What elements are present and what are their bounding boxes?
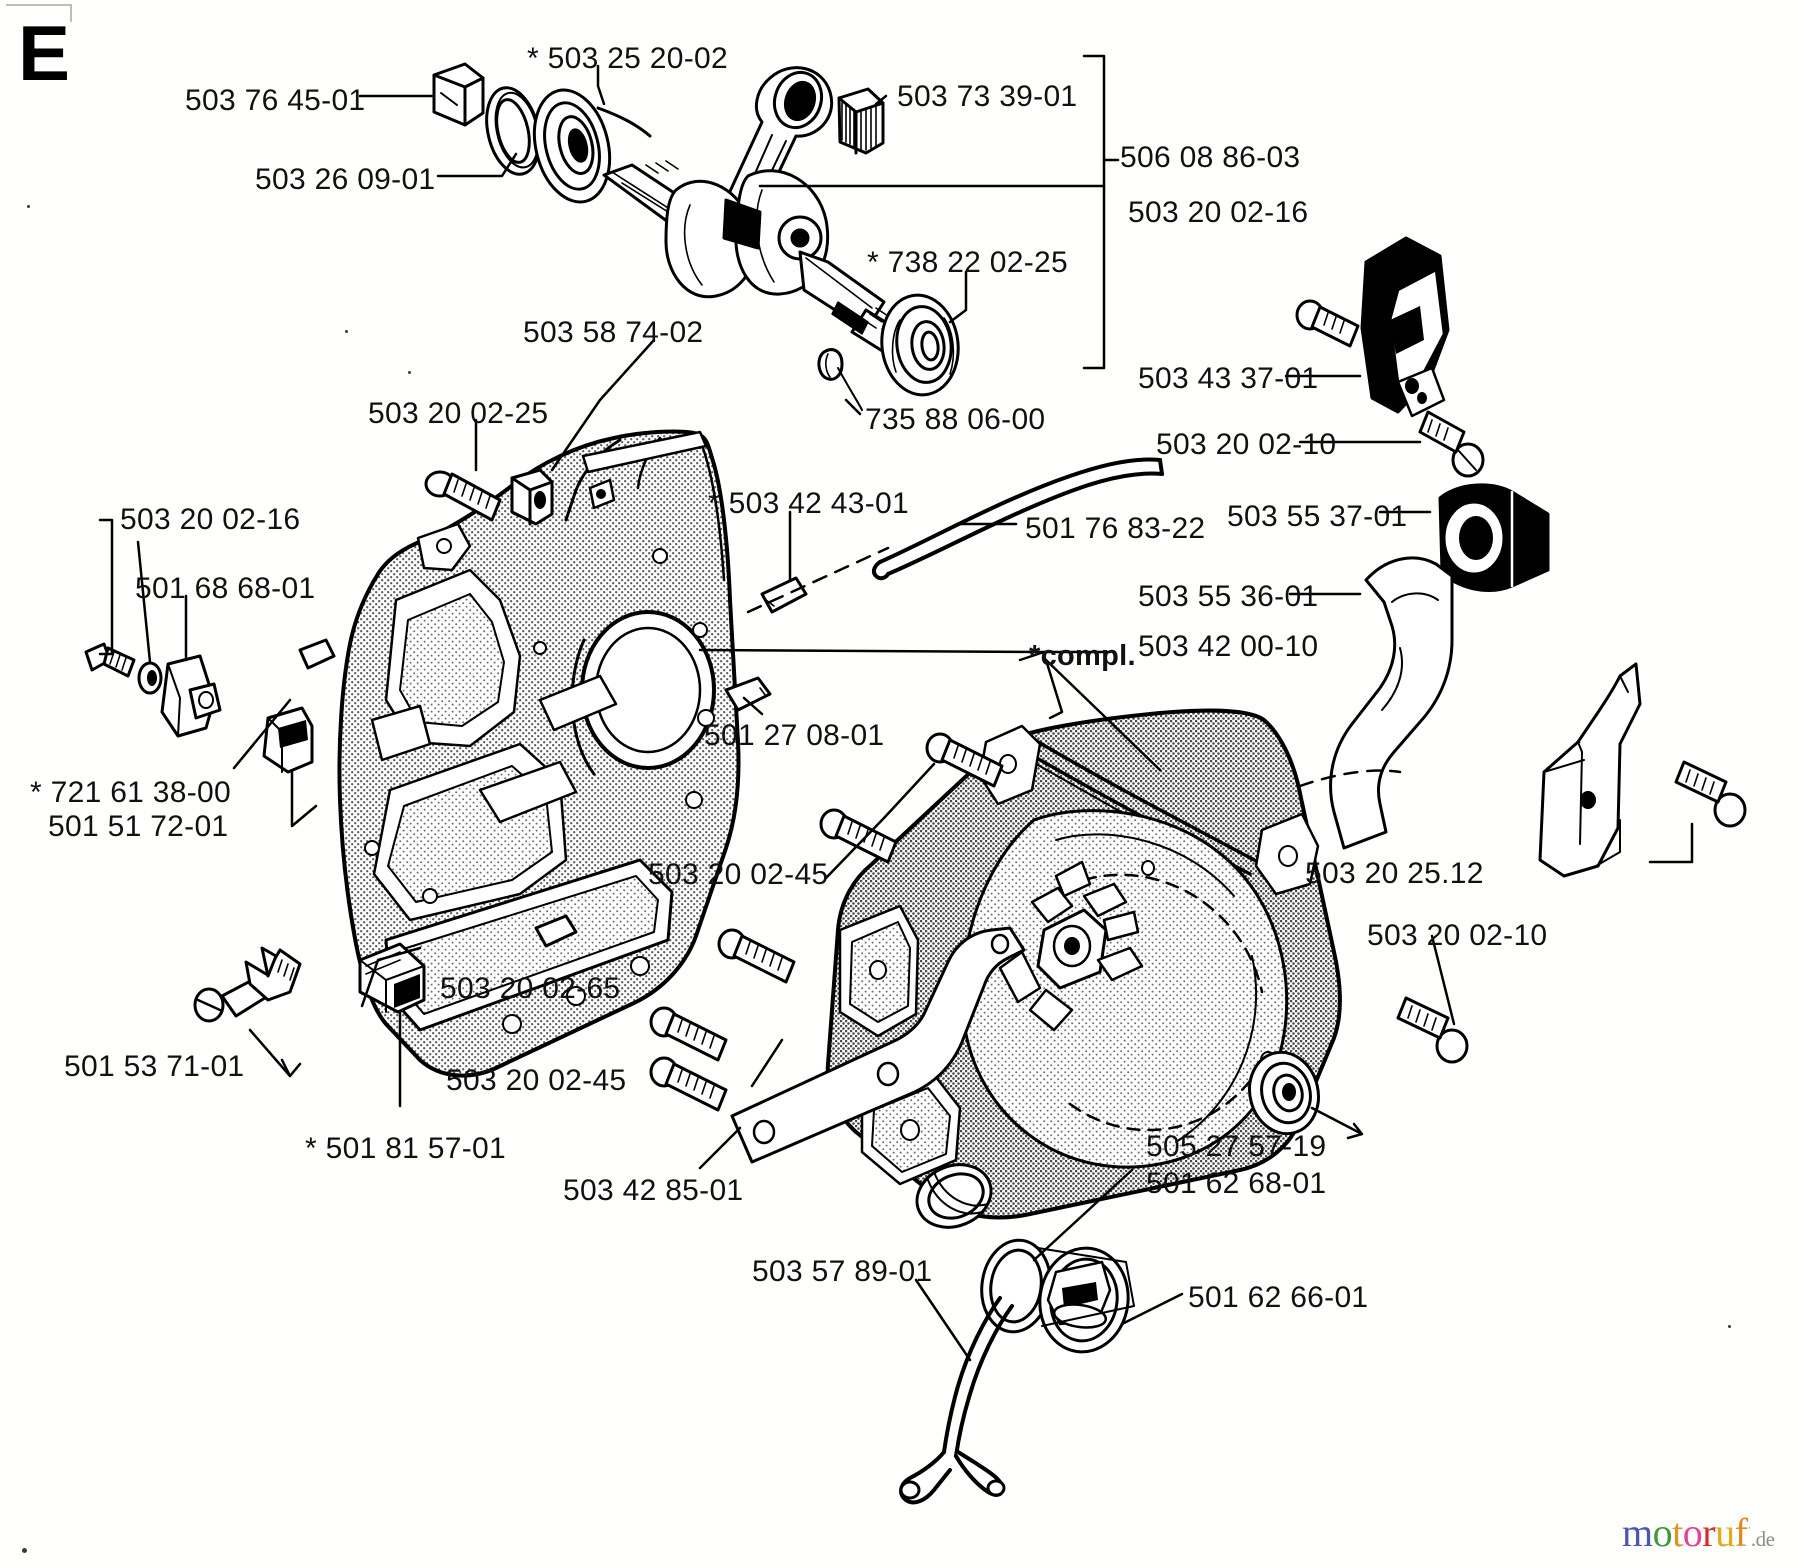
- compl-note: *compl.: [1029, 640, 1136, 672]
- part-number-501-62-66-01: 501 62 66-01: [1188, 1281, 1369, 1314]
- part-number-503-20-02-16-top: 503 20 02-16: [1128, 196, 1309, 229]
- part-number-503-55-37-01: 503 55 37-01: [1227, 500, 1408, 533]
- part-number-721-61-38-00: * 721 61 38-00: [30, 776, 232, 809]
- speck-d: [1030, 1195, 1033, 1198]
- speck-c: [408, 371, 411, 374]
- watermark-letter-0: m: [1622, 1510, 1653, 1555]
- part-number-503-42-43-01: * 503 42 43-01: [708, 487, 910, 520]
- part-number-505-27-57-19: 505 27 57-19: [1146, 1130, 1327, 1163]
- part-number-738-22-02-25: * 738 22 02-25: [867, 246, 1069, 279]
- part-number-503-20-02-10-lower: 503 20 02-10: [1367, 919, 1548, 952]
- part-number-501-81-57-01: * 501 81 57-01: [305, 1132, 507, 1165]
- speck-b: [345, 330, 348, 333]
- part-number-503-42-85-01: 503 42 85-01: [563, 1174, 744, 1207]
- watermark-letter-3: o: [1682, 1510, 1703, 1555]
- plate-letter: E: [18, 9, 70, 97]
- part-number-503-42-00-10: 503 42 00-10: [1138, 630, 1319, 663]
- part-number-503-20-02-10-upper: 503 20 02-10: [1156, 428, 1337, 461]
- part-number-503-25-20-02: * 503 25 20-02: [527, 42, 729, 75]
- part-number-503-20-25-12: 503 20 25.12: [1305, 857, 1484, 890]
- watermark-letter-2: t: [1672, 1510, 1683, 1555]
- part-number-501-68-68-01: 501 68 68-01: [135, 572, 316, 605]
- speck-e: [1728, 1325, 1731, 1328]
- watermark-letter-1: o: [1652, 1510, 1673, 1555]
- part-number-501-51-72-01: 501 51 72-01: [48, 810, 229, 843]
- part-number-503-20-02-16-left: 503 20 02-16: [120, 503, 301, 536]
- part-number-503-43-37-01: 503 43 37-01: [1138, 362, 1319, 395]
- part-number-503-20-02-45-upper: 503 20 02-45: [648, 858, 829, 891]
- part-number-503-55-36-01: 503 55 36-01: [1138, 580, 1319, 613]
- part-number-503-20-02-65: 503 20 02-65: [440, 972, 621, 1005]
- part-number-501-76-83-22: 501 76 83-22: [1025, 512, 1206, 545]
- part-number-501-53-71-01: 501 53 71-01: [64, 1050, 245, 1083]
- watermark-dot: ·: [1747, 1520, 1751, 1535]
- part-number-503-73-39-01: 503 73 39-01: [897, 80, 1078, 113]
- watermark-letter-5: u: [1715, 1510, 1735, 1555]
- register-mark-top-left-v: [70, 4, 72, 22]
- part-number-503-20-02-25: 503 20 02-25: [368, 397, 549, 430]
- watermark-letter-6: f: [1734, 1510, 1748, 1555]
- speck-f: [22, 1548, 27, 1553]
- part-number-506-08-86-03: 506 08 86-03: [1120, 141, 1301, 174]
- part-number-503-26-09-01: 503 26 09-01: [255, 163, 436, 196]
- part-number-503-20-02-45-lower: 503 20 02-45: [446, 1064, 627, 1097]
- part-number-503-58-74-02: 503 58 74-02: [523, 316, 704, 349]
- part-number-735-88-06-00: 735 88 06-00: [865, 403, 1046, 436]
- watermark-letter-4: r: [1702, 1510, 1716, 1555]
- register-mark-top-left-h: [6, 4, 72, 6]
- watermark-tld: .de: [1750, 1527, 1775, 1551]
- part-number-503-57-89-01: 503 57 89-01: [752, 1255, 933, 1288]
- part-number-503-76-45-01: 503 76 45-01: [185, 84, 366, 117]
- part-number-501-27-08-01: 501 27 08-01: [704, 719, 885, 752]
- part-number-501-62-68-01: 501 62 68-01: [1146, 1167, 1327, 1200]
- speck-a: [27, 205, 30, 208]
- motoruf-watermark: motoruf·.de: [1622, 1510, 1775, 1555]
